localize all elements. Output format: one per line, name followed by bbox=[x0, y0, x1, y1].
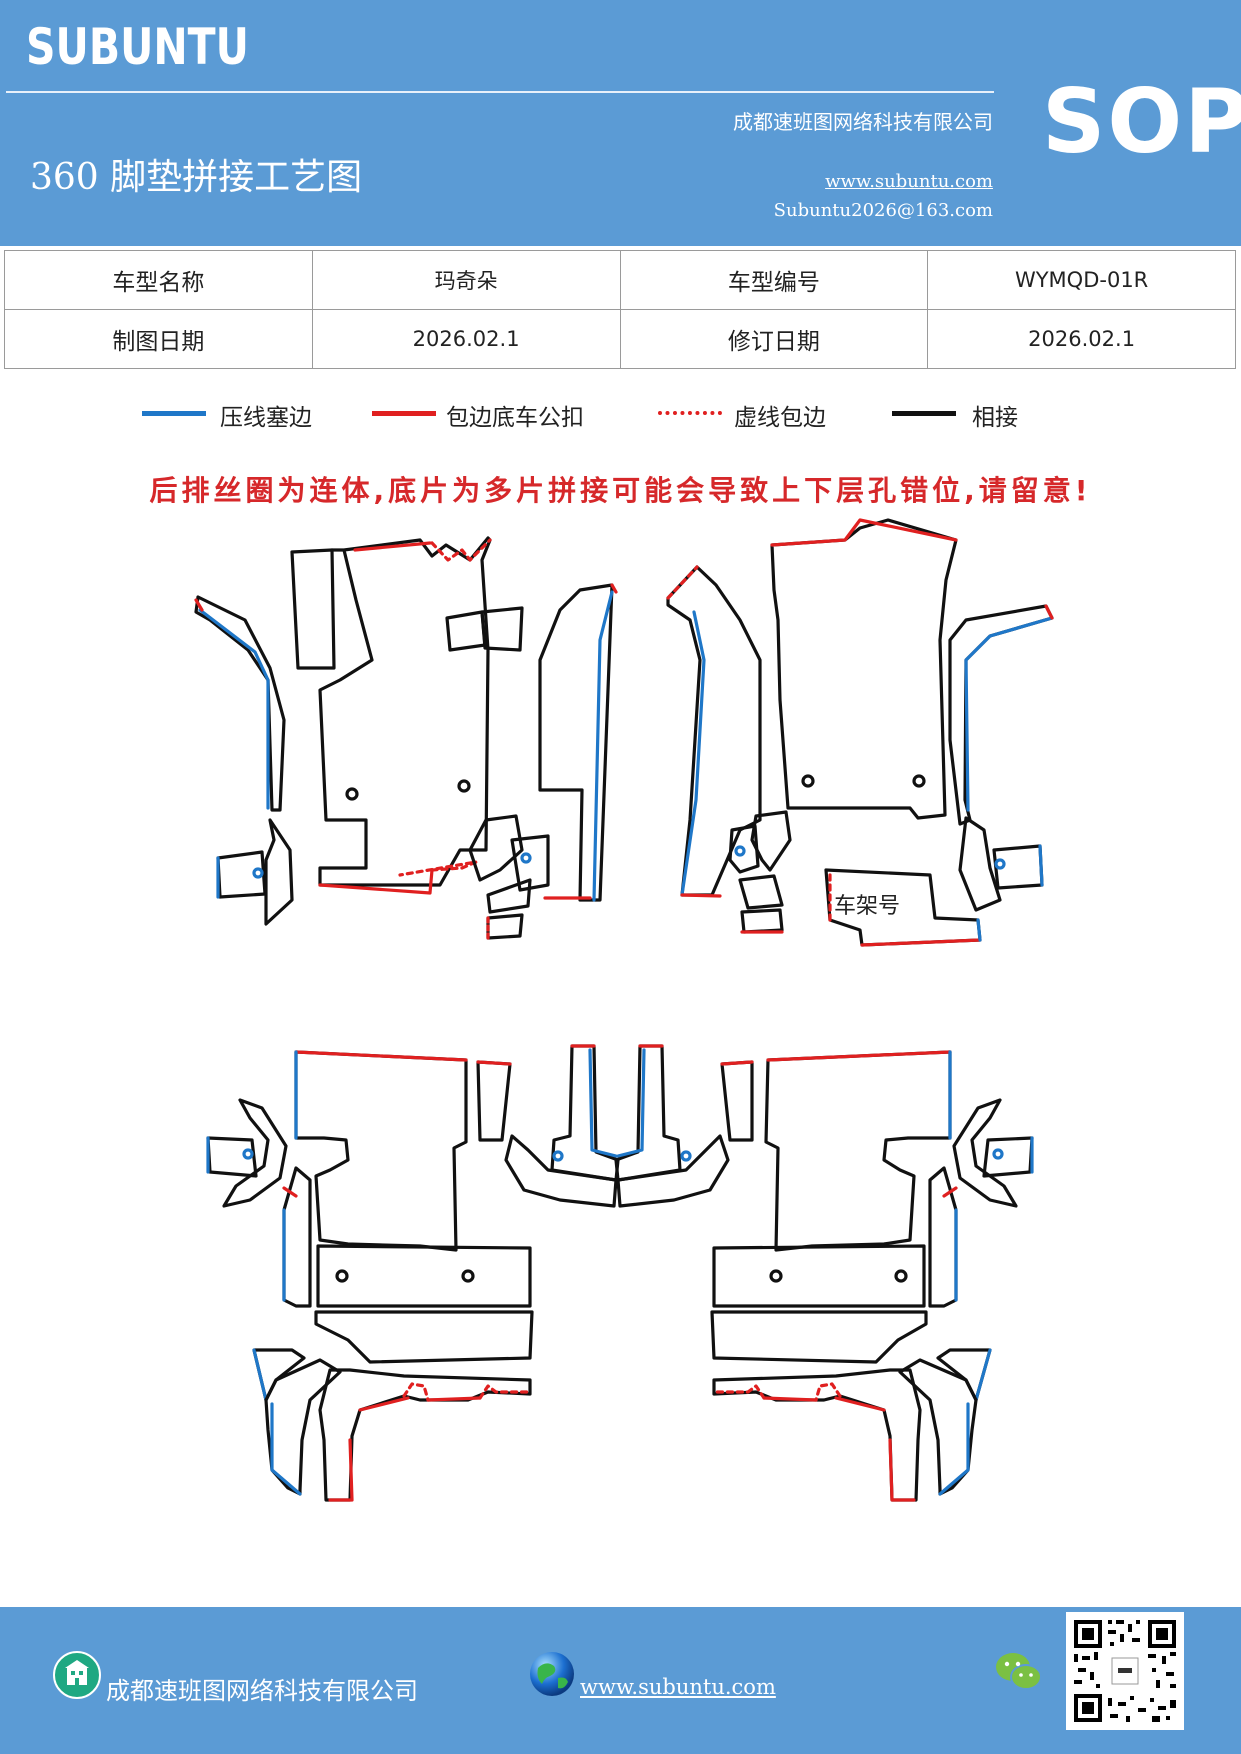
model-code-value: WYMQD-01R bbox=[927, 250, 1236, 310]
footer-website-link[interactable]: www.subuntu.com bbox=[580, 1675, 776, 1699]
header-company: 成都速班图网络科技有限公司 bbox=[733, 110, 993, 134]
document-title: 360 脚垫拼接工艺图 bbox=[30, 157, 363, 198]
mat-piece-upper-right bbox=[666, 518, 1054, 947]
wechat-icon bbox=[996, 1653, 1042, 1690]
warning-text: 后排丝圈为连体,底片为多片拼接可能会导致上下层孔错位,请留意! bbox=[149, 474, 1092, 507]
model-name-value: 玛奇朵 bbox=[311, 250, 621, 310]
building-icon bbox=[53, 1651, 101, 1699]
legend-label: 包边底车公扣 bbox=[446, 405, 584, 431]
draw-date-label: 制图日期 bbox=[4, 309, 313, 369]
legend-label: 压线塞边 bbox=[220, 405, 312, 431]
legend-label: 相接 bbox=[972, 405, 1018, 431]
revision-date-label: 修订日期 bbox=[619, 309, 929, 369]
qr-code[interactable] bbox=[1066, 1612, 1184, 1730]
legend-swatch-black bbox=[892, 411, 956, 416]
header-banner bbox=[0, 0, 1241, 246]
legend: 压线塞边 包边底车公扣 虚线包边 相接 bbox=[0, 398, 1241, 438]
mat-piece-upper-left bbox=[194, 536, 618, 940]
table-row: 制图日期 2026.02.1 修订日期 2026.02.1 bbox=[4, 309, 1236, 369]
frame-number-label: 车架号 bbox=[834, 894, 900, 919]
globe-icon bbox=[530, 1652, 574, 1696]
model-code-label: 车型编号 bbox=[619, 250, 929, 310]
draw-date-value: 2026.02.1 bbox=[311, 309, 621, 369]
legend-swatch-blue bbox=[142, 411, 206, 416]
sop-label: SOP bbox=[1042, 70, 1241, 173]
revision-date-value: 2026.02.1 bbox=[927, 309, 1236, 369]
header-divider bbox=[6, 91, 994, 93]
vehicle-info-table: 车型名称 玛奇朵 车型编号 WYMQD-01R 制图日期 2026.02.1 修… bbox=[4, 250, 1236, 369]
mat-piece-lower-left bbox=[206, 1044, 620, 1502]
footer-company: 成都速班图网络科技有限公司 bbox=[106, 1677, 418, 1705]
header-website-link[interactable]: www.subuntu.com bbox=[825, 171, 993, 192]
legend-swatch-red bbox=[372, 411, 436, 416]
legend-label: 虚线包边 bbox=[734, 405, 826, 431]
header-email: Subuntu2026@163.com bbox=[773, 200, 993, 221]
model-name-label: 车型名称 bbox=[4, 250, 313, 310]
mat-piece-lower-right bbox=[614, 1044, 1034, 1502]
legend-swatch-red-dotted bbox=[658, 411, 722, 415]
table-row: 车型名称 玛奇朵 车型编号 WYMQD-01R bbox=[4, 250, 1236, 310]
brand-logo: SUBUNTU bbox=[26, 18, 249, 76]
